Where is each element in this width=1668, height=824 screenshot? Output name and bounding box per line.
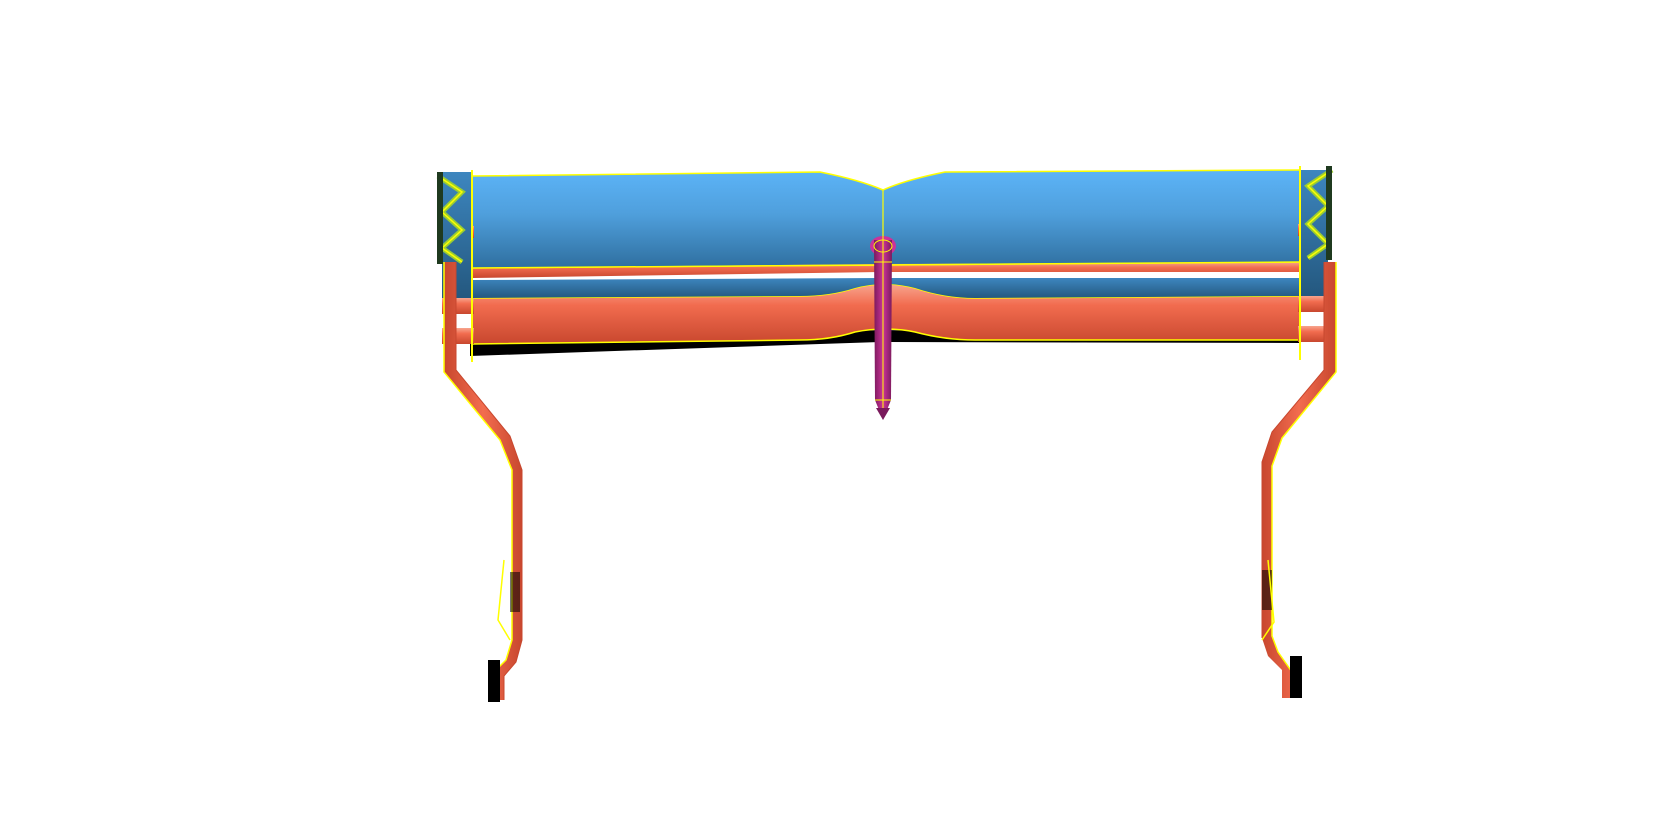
upper-band (472, 170, 1300, 268)
back-band (472, 278, 1300, 298)
right-end-cap (1298, 166, 1334, 360)
center-spike (870, 236, 896, 420)
left-leg (443, 262, 523, 702)
right-leg (1261, 262, 1337, 698)
